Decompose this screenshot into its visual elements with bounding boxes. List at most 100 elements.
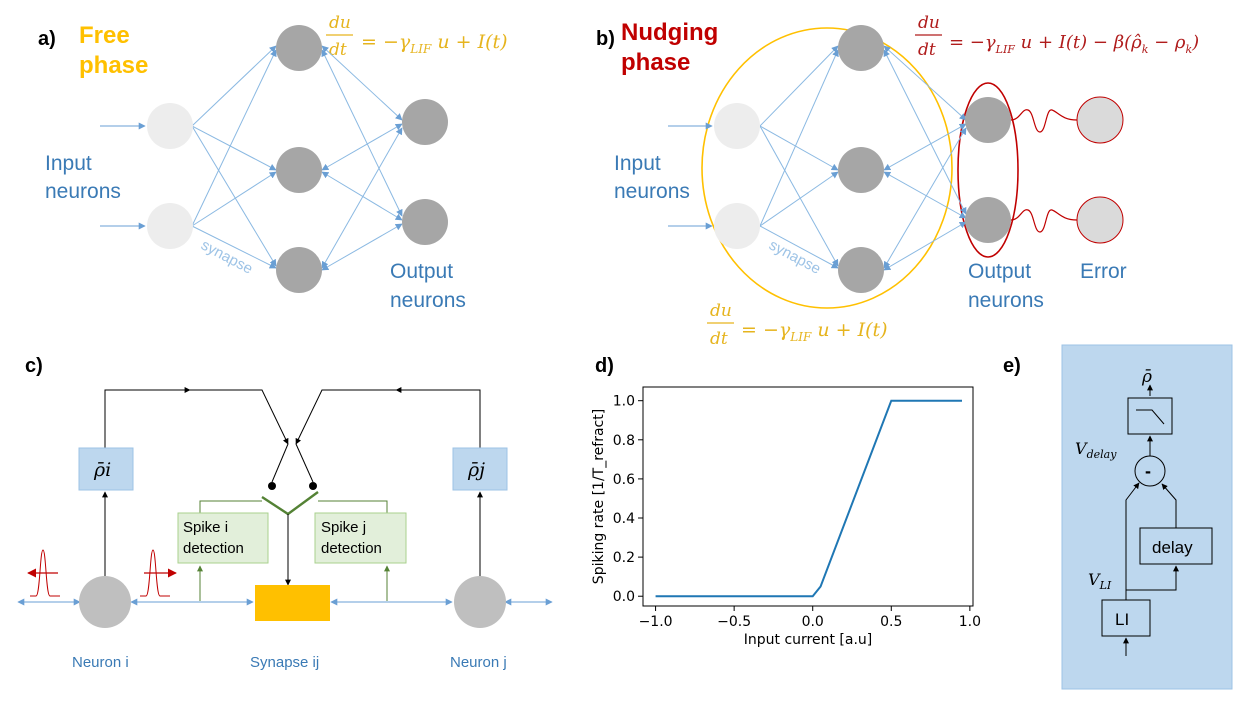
detection-link: [199, 500, 262, 513]
y-tick-label: 1.0: [613, 394, 635, 410]
free-dynamics-ellipse: [701, 27, 953, 309]
y-tick-label: 0.2: [613, 550, 635, 566]
delay-to-subtract-line: [1161, 483, 1177, 528]
output-neurons-label-2: neurons: [968, 289, 1044, 312]
free-phase-title-2: phase: [79, 52, 148, 79]
spike-right: [140, 549, 177, 597]
svg-text:du: du: [710, 301, 732, 321]
hidden-neuron: [838, 25, 884, 71]
nudging-phase-title: Nudging: [621, 19, 718, 46]
plot-frame: [642, 386, 974, 607]
output-neurons-label: Output: [390, 260, 453, 283]
svg-text:dt: dt: [918, 40, 936, 60]
input-neurons-label-2: neurons: [614, 180, 690, 203]
detection-link: [318, 500, 388, 513]
error-neuron: [1076, 196, 1124, 244]
x-tick-label: 0.5: [880, 614, 902, 630]
spike-i-detection-text: Spike i: [183, 519, 228, 536]
y-axis-label: Spiking rate [1/T_refract]: [591, 409, 607, 584]
panel-b-label: b): [596, 28, 615, 50]
leaky-integrator-text: LI: [1115, 610, 1129, 629]
hidden-neuron: [276, 147, 322, 193]
input-neurons-label: Input: [45, 152, 92, 175]
neuron-j: [454, 576, 506, 628]
rho-j-box: [452, 447, 508, 491]
switch-wire: [295, 443, 314, 483]
delay-box: [1139, 527, 1213, 565]
synapse-label: synapse: [766, 237, 823, 278]
rho-i-feedback-line: [104, 389, 289, 448]
rho-j-text: ρ̄j: [467, 459, 485, 481]
nudging-phase-title-2: phase: [621, 49, 690, 76]
output-neurons-label-2: neurons: [390, 289, 466, 312]
hidden-neuron: [276, 247, 322, 293]
svg-text:dt: dt: [710, 329, 728, 349]
rho-i-box: [78, 447, 134, 491]
rho-i-text: ρ̄i: [93, 459, 111, 481]
synapse-ij-block: [255, 585, 330, 621]
output-neuron: [965, 97, 1011, 143]
svg-text:du: du: [918, 13, 940, 33]
neuron-j-label: Neuron j: [450, 654, 507, 671]
spike-j-detection-box: [314, 512, 407, 564]
y-tick-label: 0.4: [613, 511, 635, 527]
subtract-node: [1134, 455, 1166, 487]
x-tick-label: 0.0: [802, 614, 824, 630]
panel-e-label: e): [1003, 355, 1021, 377]
low-pass-filter-icon: [1136, 409, 1165, 425]
switch-contact: [268, 482, 276, 490]
input-neuron: [714, 203, 760, 249]
synapse-ij-label: Synapse ij: [250, 654, 319, 671]
hidden-neuron: [276, 25, 322, 71]
output-neurons-label: Output: [968, 260, 1031, 283]
output-neuron: [402, 199, 448, 245]
output-neuron: [402, 99, 448, 145]
input-neuron: [714, 103, 760, 149]
svg-text:dt: dt: [329, 40, 347, 60]
panel-d-label: d): [595, 355, 614, 377]
x-tick-label: −0.5: [717, 614, 751, 630]
synapse-connections: [191, 45, 403, 271]
rate-curve: [655, 399, 962, 598]
nudging-phase-equation: du dt = −γLIF u + I(t) − β(ρ̂k − ρk): [915, 13, 1199, 60]
error-neuron: [1076, 96, 1124, 144]
spike-i-detection-box: [177, 512, 269, 564]
panel-e: e) ρ̄ Vdelay - delay VLI LI: [1003, 344, 1233, 690]
x-tick-label: −1.0: [639, 614, 673, 630]
output-neuron: [965, 197, 1011, 243]
svg-text:= −γLIF u + I(t): = −γLIF u + I(t): [741, 319, 888, 344]
rho-j-feedback-line: [295, 389, 481, 448]
panel-a-label: a): [38, 28, 56, 50]
delay-box-text: delay: [1152, 538, 1193, 557]
hidden-neuron: [838, 247, 884, 293]
vli-to-delay-line: [1126, 565, 1179, 591]
panel-a: a) Free phase du dt = −γLIF u + I(t): [38, 13, 508, 312]
switch-wire: [271, 443, 289, 483]
input-neuron: [147, 203, 193, 249]
switch-contact: [309, 482, 317, 490]
y-tick-label: 0.8: [613, 433, 635, 449]
panel-c-label: c): [25, 355, 43, 377]
synapse-label: synapse: [198, 237, 255, 278]
x-tick-label: 1.0: [959, 614, 981, 630]
error-label: Error: [1080, 260, 1127, 283]
panel-c: c) ρ̄i ρ̄j Spike i detection Spike j det…: [17, 355, 553, 671]
svg-text:du: du: [329, 13, 351, 33]
subtract-sign: -: [1145, 461, 1151, 481]
panel-b: b) Nudging phase du dt = −γLIF u + I(t) …: [596, 13, 1199, 349]
error-signal-wiggle: [1010, 209, 1078, 233]
spike-i-detection-text-2: detection: [183, 540, 244, 557]
error-signal-wiggle: [1010, 109, 1078, 133]
svg-text:= −γLIF u + I(t) − β(ρ̂k − ρk): = −γLIF u + I(t) − β(ρ̂k − ρk): [949, 32, 1199, 56]
free-phase-equation: du dt = −γLIF u + I(t): [326, 13, 508, 60]
y-tick-label: 0.6: [613, 472, 635, 488]
leaky-integrator-box: [1101, 599, 1151, 637]
synapse-connections-b: [759, 45, 967, 271]
input-neuron: [147, 103, 193, 149]
switch: [261, 491, 319, 516]
low-pass-filter-box: [1127, 397, 1173, 435]
spike-left: [27, 549, 60, 597]
